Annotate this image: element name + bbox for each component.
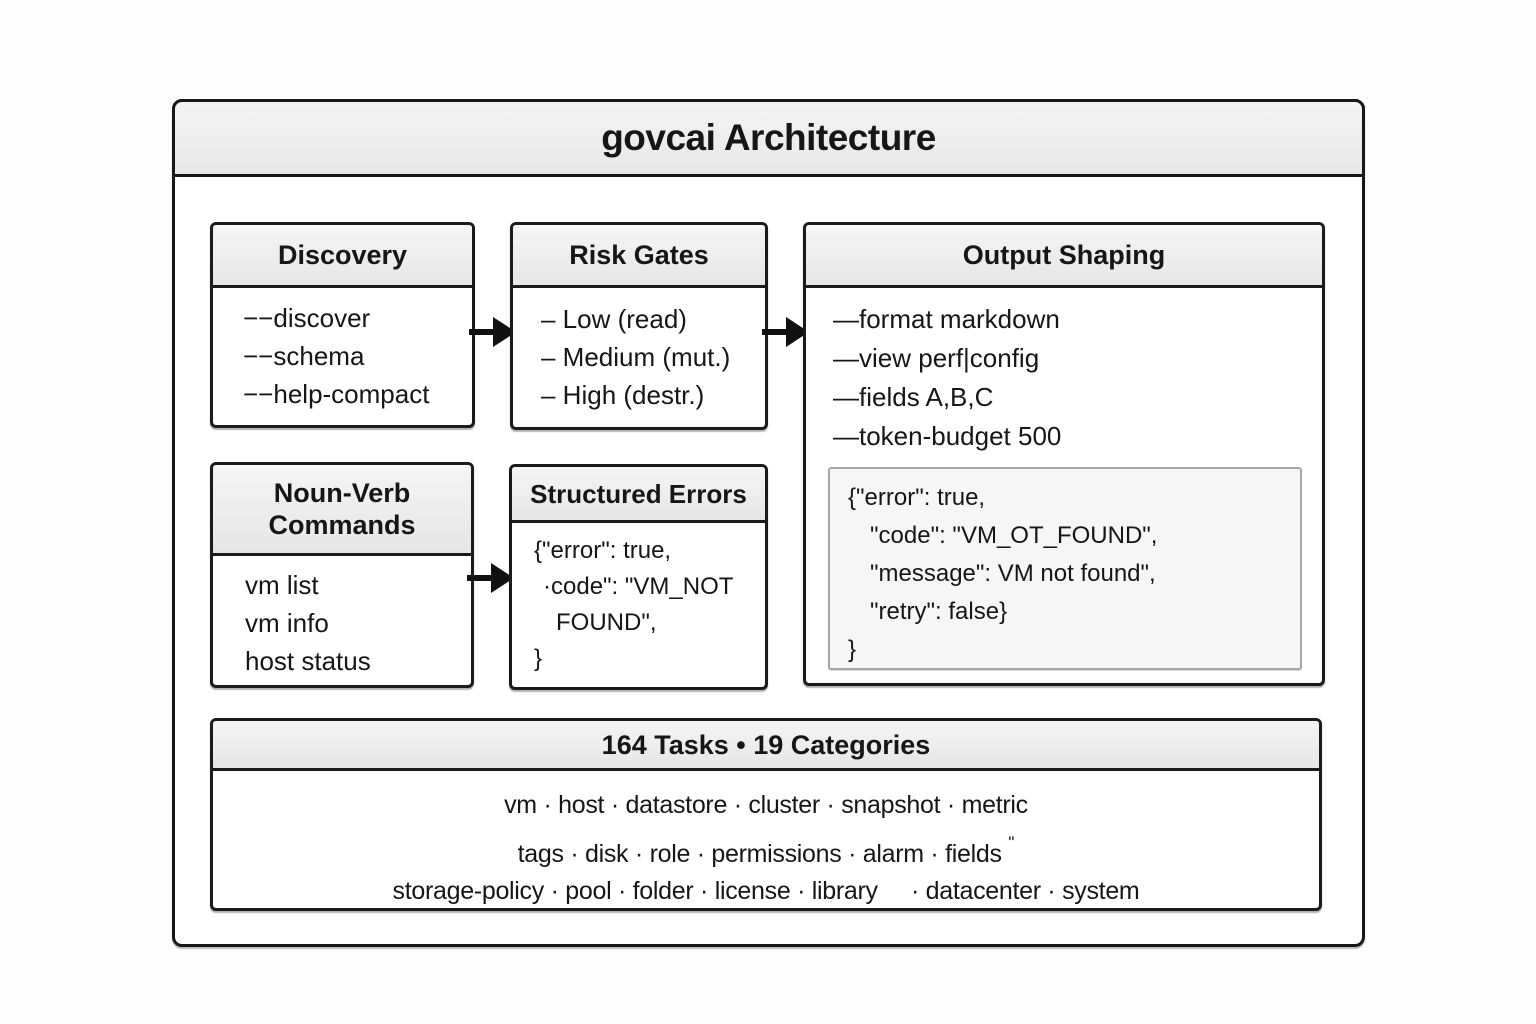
tasks-box: 164 Tasks • 19 Categories vm · host · da…	[210, 718, 1322, 911]
json-line: "message": VM not found",	[870, 560, 1156, 587]
command-item: vm list	[245, 570, 319, 600]
risk-gates-box: Risk Gates – Low (read) – Medium (mut.) …	[510, 222, 768, 430]
risk-gate-item: – High (destr.)	[541, 380, 705, 410]
command-item: vm info	[245, 608, 329, 638]
risk-gates-title: Risk Gates	[569, 240, 709, 270]
output-json-snippet: {"error": true, "code": "VM_OT_FOUND", "…	[828, 467, 1302, 670]
tasks-title: 164 Tasks • 19 Categories	[601, 729, 931, 760]
json-line: FOUND",	[556, 609, 657, 636]
output-shaping-item: —token-budget 500	[833, 421, 1062, 451]
structured-errors-header: Structured Errors	[512, 467, 765, 523]
structured-errors-body: {"error": true, ·code": "VM_NOT FOUND", …	[512, 523, 765, 677]
arrow-riskgates-to-outputshaping-icon	[762, 315, 809, 349]
output-shaping-header: Output Shaping	[806, 225, 1322, 288]
diagram-title: govcai Architecture	[601, 117, 936, 158]
noun-verb-commands-box: Noun-Verb Commands vm list vm info host …	[210, 462, 474, 688]
noun-verb-commands-title: Noun-Verb Commands	[268, 478, 416, 540]
tasks-header: 164 Tasks • 19 Categories	[213, 721, 1319, 771]
category-line-text: tags · disk · role · permissions · alarm…	[517, 840, 1002, 868]
stray-quote-mark: "	[1008, 833, 1015, 852]
category-line: storage-policy · pool · folder · license…	[392, 877, 1140, 905]
arrow-commands-to-errors-icon	[467, 561, 514, 595]
discovery-title: Discovery	[277, 240, 408, 270]
risk-gates-header: Risk Gates	[513, 225, 765, 288]
json-line: }	[534, 645, 543, 672]
discovery-item: −−schema	[243, 341, 365, 371]
json-line: "retry": false}	[870, 598, 1008, 625]
output-shaping-item: —fields A,B,C	[833, 382, 994, 412]
risk-gate-item: – Low (read)	[541, 304, 687, 334]
structured-errors-title: Structured Errors	[530, 478, 747, 509]
structured-errors-box: Structured Errors {"error": true, ·code"…	[509, 464, 768, 690]
risk-gate-item: – Medium (mut.)	[541, 342, 731, 372]
json-line: {"error": true,	[534, 537, 672, 564]
command-item: host status	[245, 646, 371, 676]
discovery-header: Discovery	[213, 225, 472, 288]
json-line: }	[848, 636, 857, 663]
arrow-discovery-to-riskgates-icon	[469, 315, 516, 349]
discovery-box: Discovery −−discover −−schema −−help-com…	[210, 222, 475, 428]
diagram-title-bar: govcai Architecture	[172, 99, 1365, 177]
noun-verb-commands-header: Noun-Verb Commands	[213, 465, 471, 556]
output-shaping-item: —view perf|config	[833, 343, 1040, 373]
json-line: ·code": "VM_NOT	[543, 573, 734, 600]
output-shaping-body: —format markdown —view perf|config —fiel…	[806, 288, 1322, 456]
output-shaping-item: —format markdown	[833, 304, 1060, 334]
output-shaping-title: Output Shaping	[962, 240, 1166, 270]
category-line: tags · disk · role · permissions · alarm…	[213, 824, 1319, 873]
discovery-item: −−discover	[243, 303, 371, 333]
json-line: "code": "VM_OT_FOUND",	[870, 522, 1158, 549]
discovery-item: −−help-compact	[243, 379, 430, 409]
risk-gates-body: – Low (read) – Medium (mut.) – High (des…	[513, 288, 765, 414]
noun-verb-commands-body: vm list vm info host status	[213, 556, 471, 680]
tasks-body: vm · host · datastore · cluster · snapsh…	[213, 771, 1319, 910]
json-line: {"error": true,	[848, 484, 986, 511]
discovery-body: −−discover −−schema −−help-compact	[213, 288, 472, 413]
category-line: vm · host · datastore · cluster · snapsh…	[504, 791, 1028, 819]
